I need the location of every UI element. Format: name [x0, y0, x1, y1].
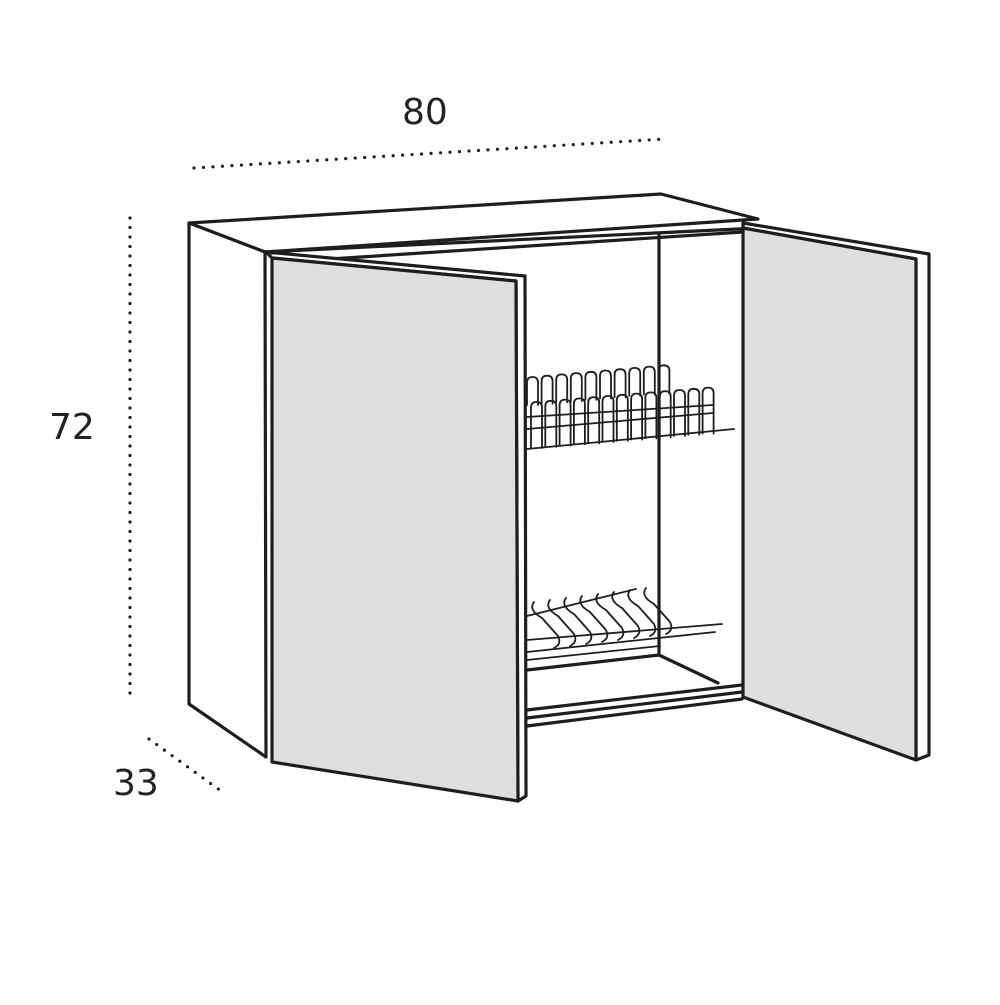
rack-front-loop	[601, 395, 615, 443]
rack-front-loop	[687, 387, 701, 436]
drainer-wire	[643, 587, 673, 635]
rack-back-loop	[657, 364, 671, 395]
cabinet-bottom-front-mid	[525, 690, 744, 720]
left-door-panel	[270, 256, 520, 803]
rack-front-loop	[544, 399, 558, 448]
drainer-wire	[547, 599, 577, 647]
rack-front-loop	[658, 390, 672, 439]
drainer-rail	[526, 645, 661, 661]
cabinet-inner-back-top	[328, 230, 745, 261]
cabinet-carcass	[187, 192, 760, 759]
rack-back-loop	[628, 367, 642, 397]
width-label: 80	[402, 92, 448, 133]
height-label: 72	[49, 407, 95, 448]
rack-front-loop	[615, 393, 629, 442]
drainer-wire	[531, 601, 561, 649]
rack-front-loop	[558, 398, 572, 447]
cabinet-bottom-front-low	[525, 697, 744, 728]
rack-back-loop	[555, 373, 569, 404]
cabinet-inner-top-edge	[263, 226, 760, 254]
right-door	[741, 221, 931, 762]
width-dimension-line	[192, 137, 666, 170]
cabinet-bottom-front-top	[525, 683, 744, 712]
rack-back-loop	[613, 368, 627, 399]
drainer-rail	[526, 623, 723, 641]
rack-back-loop	[642, 365, 656, 396]
rack-front-loop	[530, 401, 543, 449]
rack-front-loop	[701, 386, 715, 435]
depth-label: 33	[113, 763, 159, 804]
rack-front-loop	[630, 392, 643, 441]
rack-front-loop	[587, 396, 601, 445]
rack-back-loop	[540, 374, 554, 405]
drainer-wire	[611, 591, 641, 639]
rack-rail	[526, 412, 714, 430]
right-door-panel	[741, 226, 918, 762]
rack-rail	[526, 404, 714, 418]
cabinet-bottom-side	[657, 653, 720, 685]
rack-rail	[526, 428, 735, 450]
rack-back-loop	[569, 372, 583, 402]
drainer-rail	[526, 631, 716, 653]
dish-drainer-rack	[526, 587, 723, 661]
drainer-wire	[579, 595, 609, 643]
rack-back-loop	[599, 369, 612, 400]
drainer-wire	[563, 597, 593, 645]
rack-back-loop	[584, 370, 598, 401]
rack-front-loop	[644, 391, 658, 440]
rack-front-loop	[673, 389, 686, 437]
plate-rack	[526, 364, 735, 450]
left-door	[264, 250, 528, 803]
drainer-rail	[526, 588, 637, 617]
cabinet-bottom-back	[525, 653, 661, 672]
rack-front-loop	[573, 397, 586, 446]
rack-back-loop	[526, 376, 539, 406]
drainer-wire	[627, 589, 657, 637]
depth-dimension-line	[147, 737, 223, 793]
cabinet-left-side	[187, 221, 268, 759]
